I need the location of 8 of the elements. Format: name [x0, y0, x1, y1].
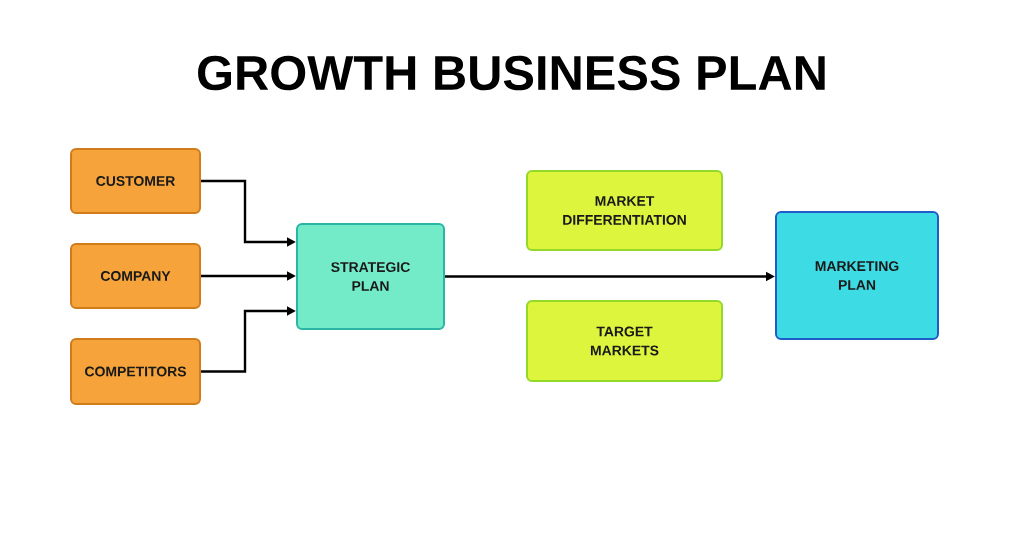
title: GROWTH BUSINESS PLAN — [198, 55, 825, 91]
input-box: COMPETITORS — [70, 338, 201, 405]
plan-box: STRATEGIC PLAN — [296, 223, 445, 330]
input-box: COMPANY — [70, 243, 201, 309]
factor-box: MARKET DIFFERENTIATION — [526, 170, 723, 251]
goal-box: MARKETING PLAN — [775, 211, 939, 340]
input-box: CUSTOMER — [70, 148, 201, 214]
factor-box: TARGET MARKETS — [526, 300, 723, 382]
